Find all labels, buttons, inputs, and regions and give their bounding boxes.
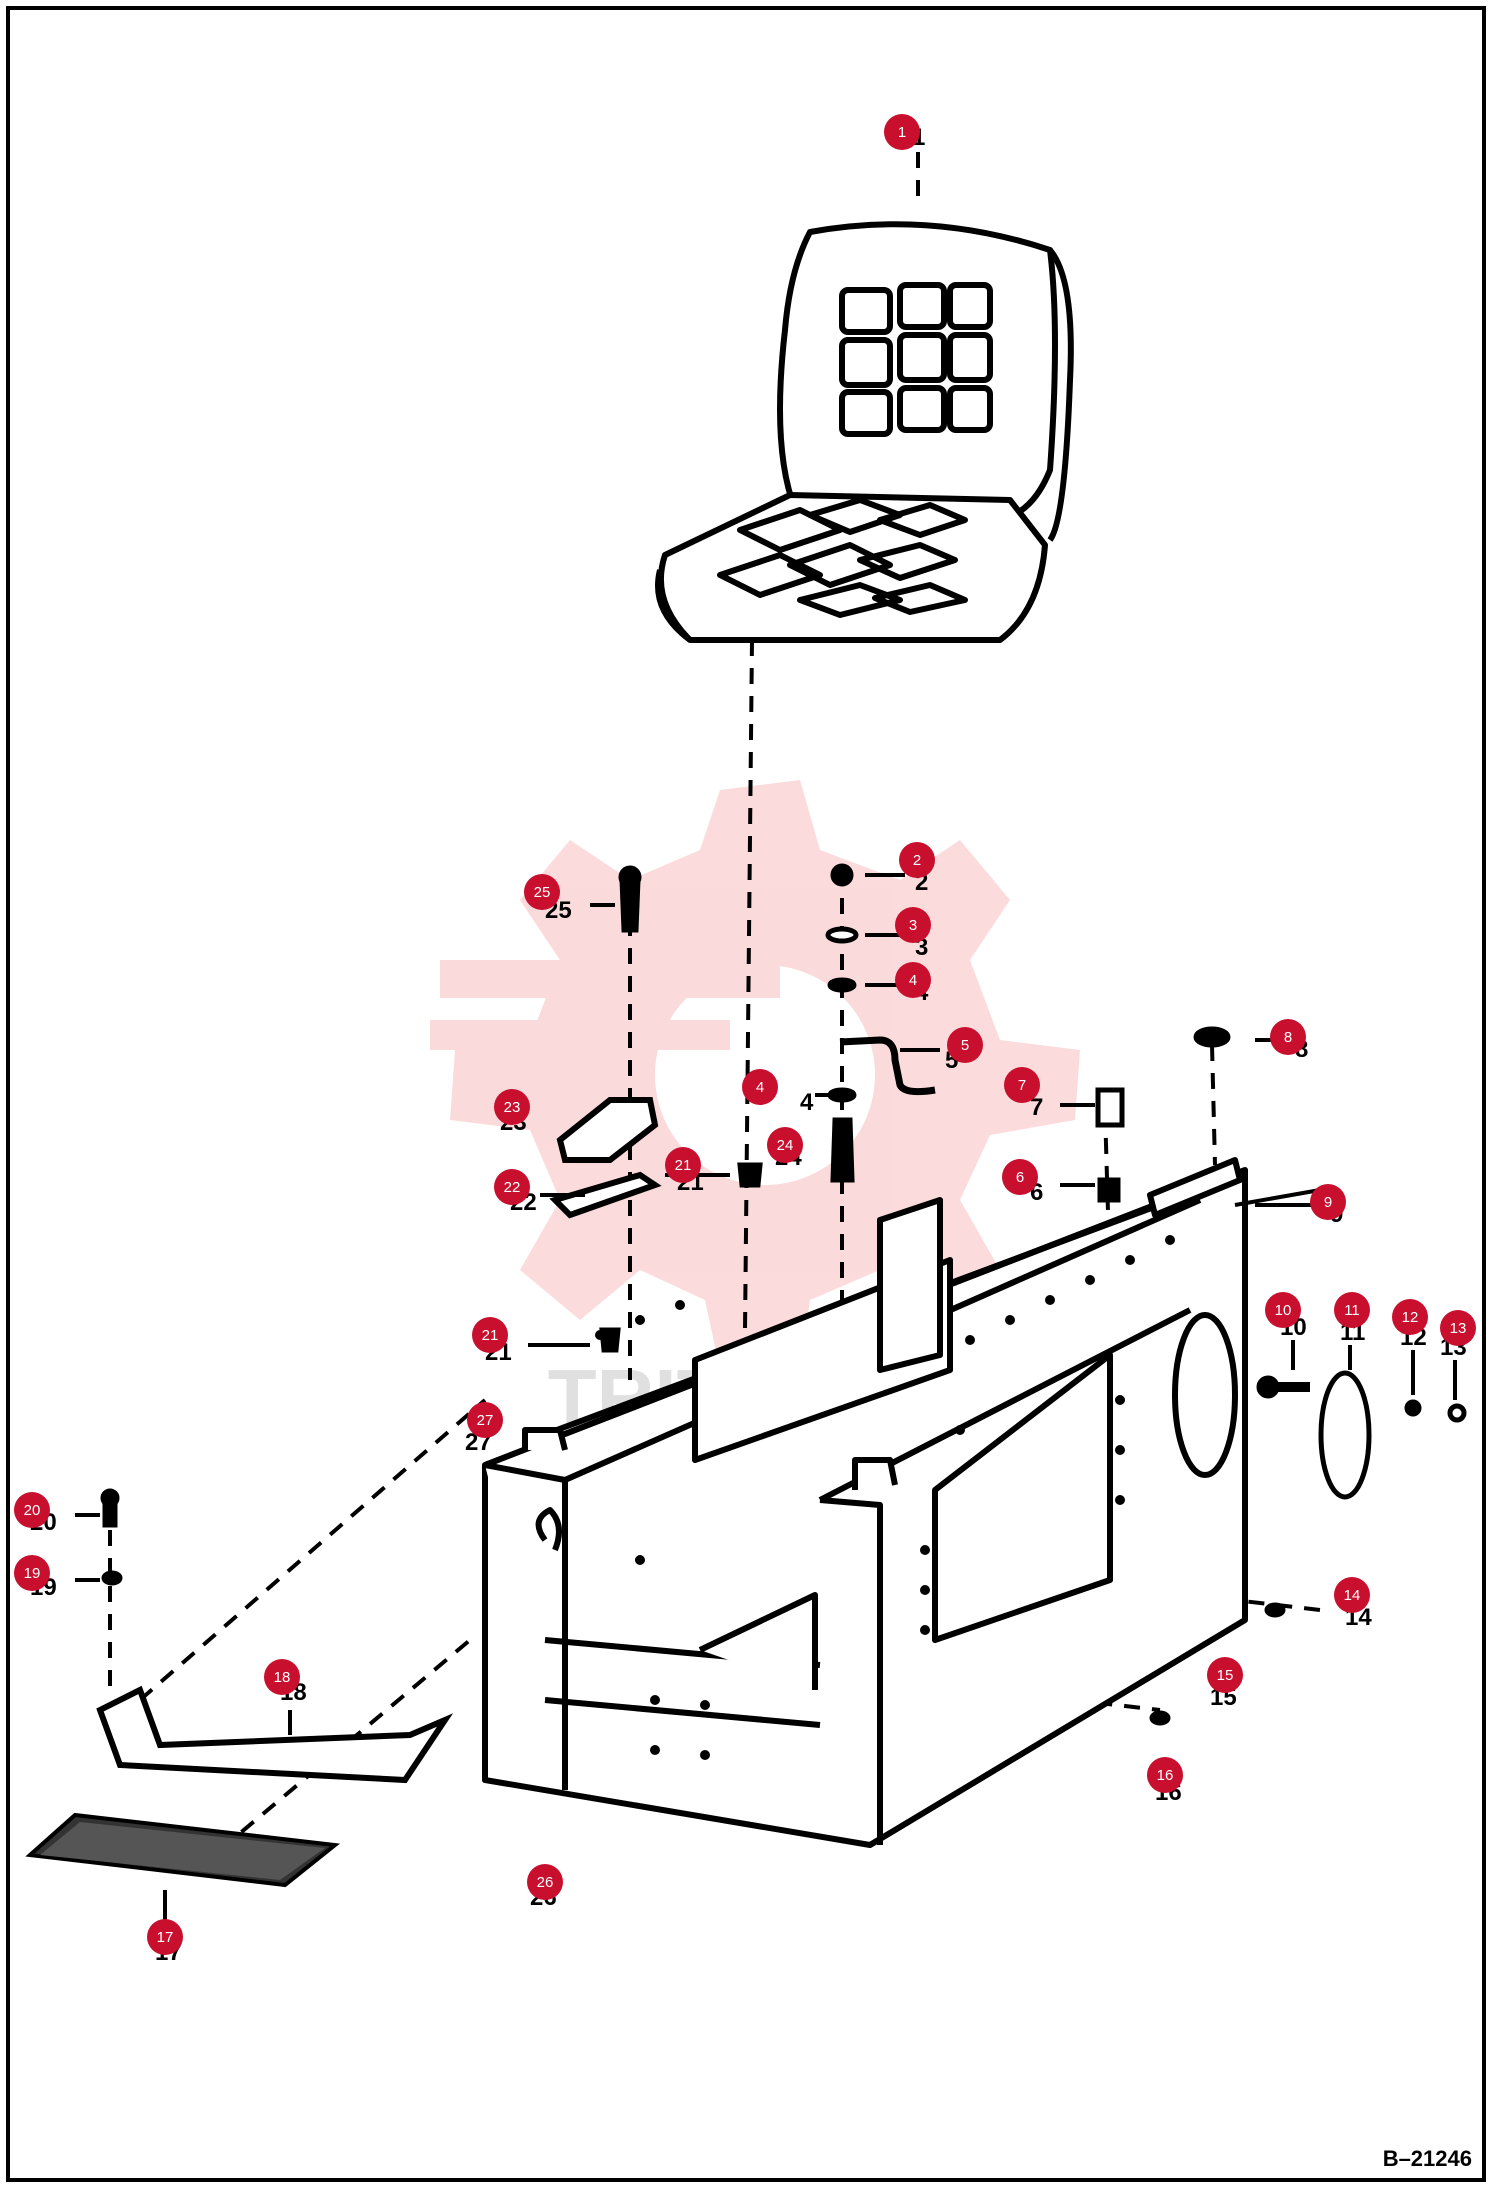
svg-text:26: 26 xyxy=(537,1874,554,1891)
svg-text:9: 9 xyxy=(1324,1194,1332,1211)
svg-text:7: 7 xyxy=(1030,1094,1043,1121)
callout-18: 18 xyxy=(264,1659,300,1695)
callout-20: 20 xyxy=(14,1492,50,1528)
callout-25: 25 xyxy=(524,874,560,910)
svg-text:24: 24 xyxy=(777,1137,794,1154)
svg-text:25: 25 xyxy=(534,884,551,901)
callout-6: 6 xyxy=(1002,1159,1038,1195)
svg-text:20: 20 xyxy=(24,1502,41,1519)
seat-brackets xyxy=(549,1097,662,1219)
main-frame xyxy=(482,1157,1248,1848)
svg-text:18: 18 xyxy=(274,1669,291,1686)
callout-26: 26 xyxy=(527,1864,563,1900)
callout-10: 10 xyxy=(1265,1292,1301,1328)
svg-text:21: 21 xyxy=(482,1327,499,1344)
callout-22: 22 xyxy=(494,1169,530,1205)
callout-19: 19 xyxy=(14,1555,50,1591)
svg-text:19: 19 xyxy=(24,1565,41,1582)
callout-5: 5 xyxy=(947,1027,983,1063)
callout-13: 13 xyxy=(1440,1310,1476,1346)
svg-text:7: 7 xyxy=(1018,1077,1026,1094)
diagram-border xyxy=(6,6,1486,2182)
svg-text:15: 15 xyxy=(1217,1667,1234,1684)
callout-21b: 21 xyxy=(472,1317,508,1353)
step-bracket xyxy=(96,1685,454,1784)
seat xyxy=(655,221,1074,643)
callout-27: 27 xyxy=(467,1402,503,1438)
callout-16: 16 xyxy=(1147,1757,1183,1793)
svg-text:13: 13 xyxy=(1450,1320,1467,1337)
callout-1: 1 xyxy=(884,114,920,150)
svg-text:17: 17 xyxy=(157,1929,174,1946)
svg-text:1: 1 xyxy=(898,124,906,141)
diagram-code: B–21246 xyxy=(1382,2146,1472,2171)
svg-text:4: 4 xyxy=(800,1089,814,1116)
svg-text:14: 14 xyxy=(1344,1587,1361,1604)
callout-24: 24 xyxy=(767,1127,803,1163)
callout-21a: 21 xyxy=(665,1147,701,1183)
callout-3: 3 xyxy=(895,907,931,943)
callout-8: 8 xyxy=(1270,1019,1306,1055)
callout-4b: 4 xyxy=(742,1069,778,1105)
svg-text:6: 6 xyxy=(1016,1169,1024,1186)
svg-text:23: 23 xyxy=(504,1099,521,1116)
step-mat xyxy=(25,1812,340,1888)
frame-bolts xyxy=(595,1235,1175,1760)
svg-text:10: 10 xyxy=(1275,1302,1292,1319)
callout-23: 23 xyxy=(494,1089,530,1125)
svg-text:4: 4 xyxy=(756,1079,764,1096)
callout-15: 15 xyxy=(1207,1657,1243,1693)
svg-text:16: 16 xyxy=(1157,1767,1174,1784)
svg-text:3: 3 xyxy=(909,917,917,934)
callout-2: 2 xyxy=(899,842,935,878)
callout-9: 9 xyxy=(1310,1184,1346,1220)
svg-text:11: 11 xyxy=(1344,1302,1360,1319)
svg-text:12: 12 xyxy=(1402,1309,1419,1326)
svg-text:4: 4 xyxy=(909,972,917,989)
callout-markers: 1 2 3 4 5 4 7 8 6 24 9 25 23 21 22 21 10… xyxy=(14,114,1476,1955)
callout-11: 11 xyxy=(1334,1292,1370,1328)
hardware-parts xyxy=(100,863,1467,1726)
svg-text:22: 22 xyxy=(504,1179,521,1196)
callout-4a: 4 xyxy=(895,962,931,998)
callout-12: 12 xyxy=(1392,1299,1428,1335)
svg-text:27: 27 xyxy=(477,1412,494,1429)
svg-text:2: 2 xyxy=(913,852,921,869)
svg-text:8: 8 xyxy=(1284,1029,1292,1046)
callout-14: 14 xyxy=(1334,1577,1370,1613)
svg-text:5: 5 xyxy=(961,1037,969,1054)
callout-17: 17 xyxy=(147,1919,183,1955)
svg-text:21: 21 xyxy=(675,1157,692,1174)
callout-7: 7 xyxy=(1004,1067,1040,1103)
